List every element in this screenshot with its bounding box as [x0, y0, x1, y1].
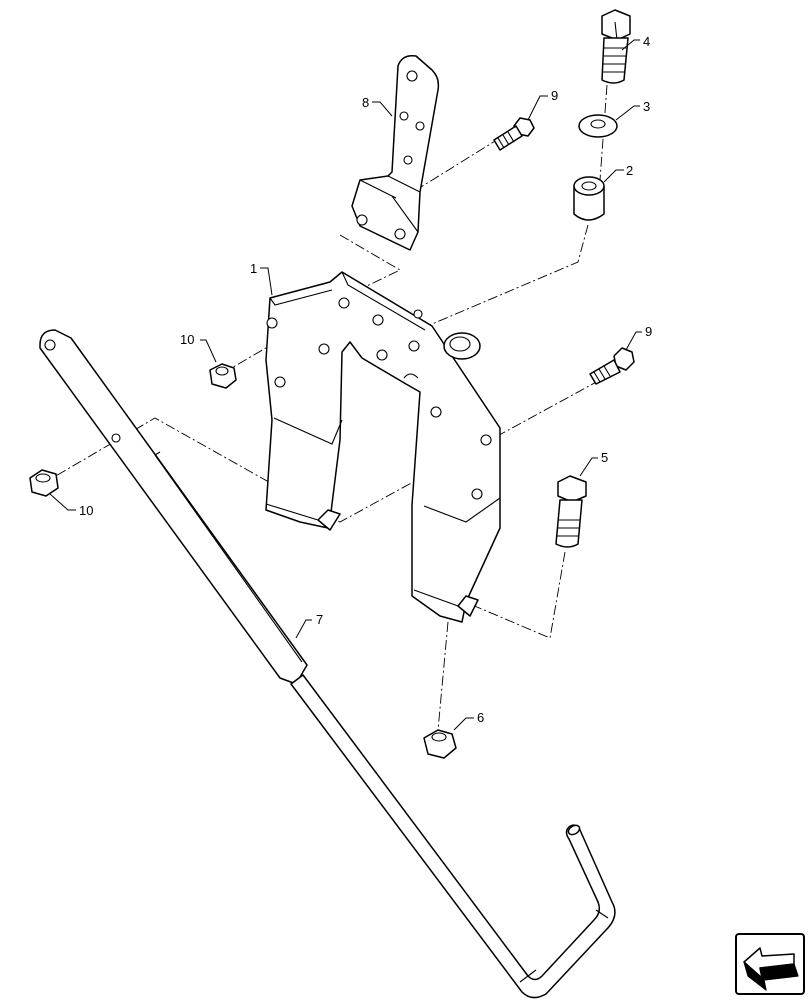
callout-10-lower: 10 — [79, 503, 93, 518]
callout-8: 8 — [362, 95, 369, 110]
callout-9-upper: 9 — [551, 88, 558, 103]
part-10-nut-lower — [29, 469, 59, 497]
part-4-bolt — [601, 9, 631, 84]
part-6-nut — [423, 729, 457, 759]
part-8-small-bracket — [351, 54, 440, 251]
part-9-bolt-lower — [589, 347, 635, 385]
callout-6: 6 — [477, 710, 484, 725]
leader-lines — [49, 39, 642, 731]
callout-7: 7 — [316, 612, 323, 627]
callout-5: 5 — [601, 450, 608, 465]
part-7-rod — [39, 329, 616, 999]
part-2-bushing — [573, 176, 605, 221]
callout-labels: 1 2 3 4 5 6 7 8 9 9 10 10 — [79, 34, 652, 725]
callout-10-upper: 10 — [180, 332, 194, 347]
callout-4: 4 — [643, 34, 650, 49]
part-5-bolt — [555, 475, 587, 548]
part-3-washer — [578, 114, 618, 138]
callout-2: 2 — [626, 163, 633, 178]
callout-9-lower: 9 — [645, 324, 652, 339]
callout-3: 3 — [643, 99, 650, 114]
next-page-arrow-icon[interactable] — [735, 933, 805, 995]
part-1-bracket — [265, 271, 501, 623]
callout-1: 1 — [250, 261, 257, 276]
part-10-nut-upper — [209, 363, 237, 389]
part-9-bolt-upper — [493, 117, 535, 151]
